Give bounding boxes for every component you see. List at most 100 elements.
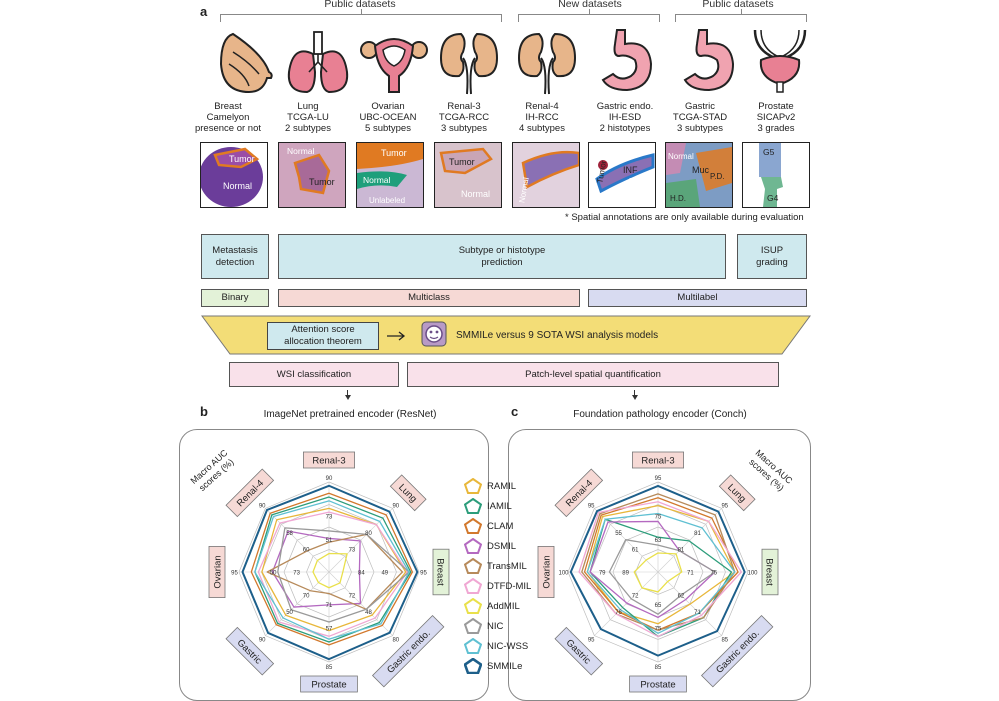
theorem-box: Attention score allocation theorem bbox=[267, 322, 379, 350]
radar-tick-label: 80 bbox=[392, 637, 399, 643]
thumb-ovarian: Tumor Normal Unlabeled bbox=[356, 142, 424, 208]
radar-tick-label: 100 bbox=[747, 571, 758, 577]
pentagon-icon bbox=[464, 598, 482, 614]
radar-series-dtfd-mil bbox=[578, 501, 743, 638]
thumb-label-normal: Normal bbox=[461, 189, 490, 199]
thumb-label-tumor: Tumor bbox=[449, 157, 475, 167]
radar-tick-label: 57 bbox=[326, 626, 333, 632]
pentagon-icon bbox=[464, 658, 482, 674]
legend-item-nic: NIC bbox=[464, 618, 503, 634]
radar-tick-label: 63 bbox=[655, 538, 662, 544]
radar-tick-label: 55 bbox=[615, 531, 622, 537]
uterus-icon bbox=[360, 38, 428, 93]
radar-axis-label-text: Ovarian bbox=[213, 555, 224, 588]
breast-icon bbox=[219, 32, 273, 94]
thumb-label-normal: Normal bbox=[223, 181, 252, 191]
stomach-icon bbox=[601, 29, 653, 92]
radar-axis-label-text: Breast bbox=[435, 558, 446, 586]
kidney-icon bbox=[439, 32, 499, 95]
thumb-label-normal: Normal bbox=[363, 175, 391, 185]
thumb-lung: Normal Tumor bbox=[278, 142, 346, 208]
radar-tick-label: 95 bbox=[420, 571, 427, 577]
radar-tick-label: 61 bbox=[632, 548, 639, 554]
radar-tick-label: 81 bbox=[678, 548, 685, 554]
radar-axis-label-ovarian: Ovarian bbox=[208, 545, 226, 599]
radar-axis-label-box bbox=[371, 614, 445, 688]
thumb-breast: Tumor Normal bbox=[200, 142, 268, 208]
pentagon-icon bbox=[464, 578, 482, 594]
smmile-logo-icon bbox=[421, 321, 447, 347]
radar-tick-label: 79 bbox=[599, 571, 606, 577]
thumb-label-inf: INF bbox=[623, 165, 638, 175]
radar-series-clam bbox=[250, 492, 414, 646]
radar-axis-label-breast: Breast bbox=[432, 548, 450, 596]
radar-tick-label: 71 bbox=[326, 603, 333, 609]
panel-b-letter: b bbox=[200, 404, 208, 419]
radar-axis-label-box bbox=[537, 545, 555, 599]
annotation-note: * Spatial annotations are only available… bbox=[565, 212, 804, 223]
radar-tick-label: 95 bbox=[721, 504, 728, 510]
thumb-label-unlabeled: Unlabeled bbox=[369, 196, 405, 205]
radar-tick-label: 73 bbox=[293, 571, 300, 577]
radar-series-smmile bbox=[569, 484, 746, 657]
radar-tick-label: 81 bbox=[694, 531, 701, 537]
radar-tick-label: 71 bbox=[694, 610, 701, 616]
thumb-label-tumor: Tumor bbox=[229, 154, 255, 164]
radar-tick-label: 72 bbox=[632, 593, 639, 599]
radar-series-dtfd-mil bbox=[257, 511, 409, 637]
legend-item-dtfd-mil: DTFD-MIL bbox=[464, 578, 531, 594]
radar-axis-label-text: Renal-3 bbox=[641, 456, 674, 467]
radar-series-nic bbox=[277, 527, 410, 623]
chart-legend: RAMIL IAMIL CLAM DSMIL TransMIL DTFD-MIL… bbox=[464, 478, 544, 674]
task-isup-grading: ISUP grading bbox=[737, 234, 807, 279]
thumb-gastric-endo: Tumor INF Normal bbox=[588, 142, 656, 208]
pentagon-icon bbox=[464, 638, 482, 654]
radar-tick-label: 80 bbox=[365, 531, 372, 537]
radar-tick-label: 85 bbox=[721, 637, 728, 643]
radar-axis-label-box bbox=[302, 451, 356, 469]
radar-tick-label: 73 bbox=[349, 548, 356, 554]
thumb-label-muc: Muc bbox=[692, 165, 710, 175]
thumb-label-normal: Normal bbox=[517, 176, 530, 203]
panel-c-letter: c bbox=[511, 404, 519, 419]
radar-axis-label-text: Renal-3 bbox=[312, 456, 345, 467]
thumb-renal4: Normal bbox=[512, 142, 580, 208]
group-label-new: New datasets bbox=[558, 0, 622, 10]
task-metastasis-detection: Metastasis detection bbox=[201, 234, 269, 279]
radar-tick-label: 72 bbox=[349, 593, 356, 599]
radar-spoke bbox=[265, 508, 330, 573]
group-label-public-2: Public datasets bbox=[702, 0, 774, 10]
thumb-label-tumor: Tumor bbox=[309, 177, 335, 187]
label-binary: Binary bbox=[201, 289, 269, 307]
arrow-down-icon-2 bbox=[631, 390, 638, 400]
group-label-public-1: Public datasets bbox=[324, 0, 396, 10]
radar-tick-label: 50 bbox=[270, 571, 277, 577]
thumb-label-normal: Normal bbox=[629, 176, 654, 185]
radar-tick-label: 95 bbox=[655, 476, 662, 482]
radar-axis-label-box bbox=[389, 474, 427, 512]
legend-item-smmile: SMMILe bbox=[464, 658, 522, 674]
lung-icon bbox=[287, 31, 349, 94]
radar-axis-label-box bbox=[631, 451, 685, 469]
radar-series-nic-wss bbox=[254, 500, 410, 640]
radar-series-addmil bbox=[312, 552, 348, 589]
radar-tick-label: 85 bbox=[655, 665, 662, 671]
radar-axis-label-breast: Breast bbox=[761, 548, 779, 596]
radar-spoke bbox=[657, 508, 722, 573]
radar-series-iamil bbox=[254, 496, 412, 643]
thumb-gastric: Normal Muc P.D. H.D. bbox=[665, 142, 733, 208]
radar-tick-label: 90 bbox=[259, 504, 266, 510]
radar-axis-label-text: Prostate bbox=[640, 680, 675, 691]
radar-axis-label-renal-3: Renal-3 bbox=[302, 451, 356, 469]
radar-tick-label: 95 bbox=[588, 504, 595, 510]
